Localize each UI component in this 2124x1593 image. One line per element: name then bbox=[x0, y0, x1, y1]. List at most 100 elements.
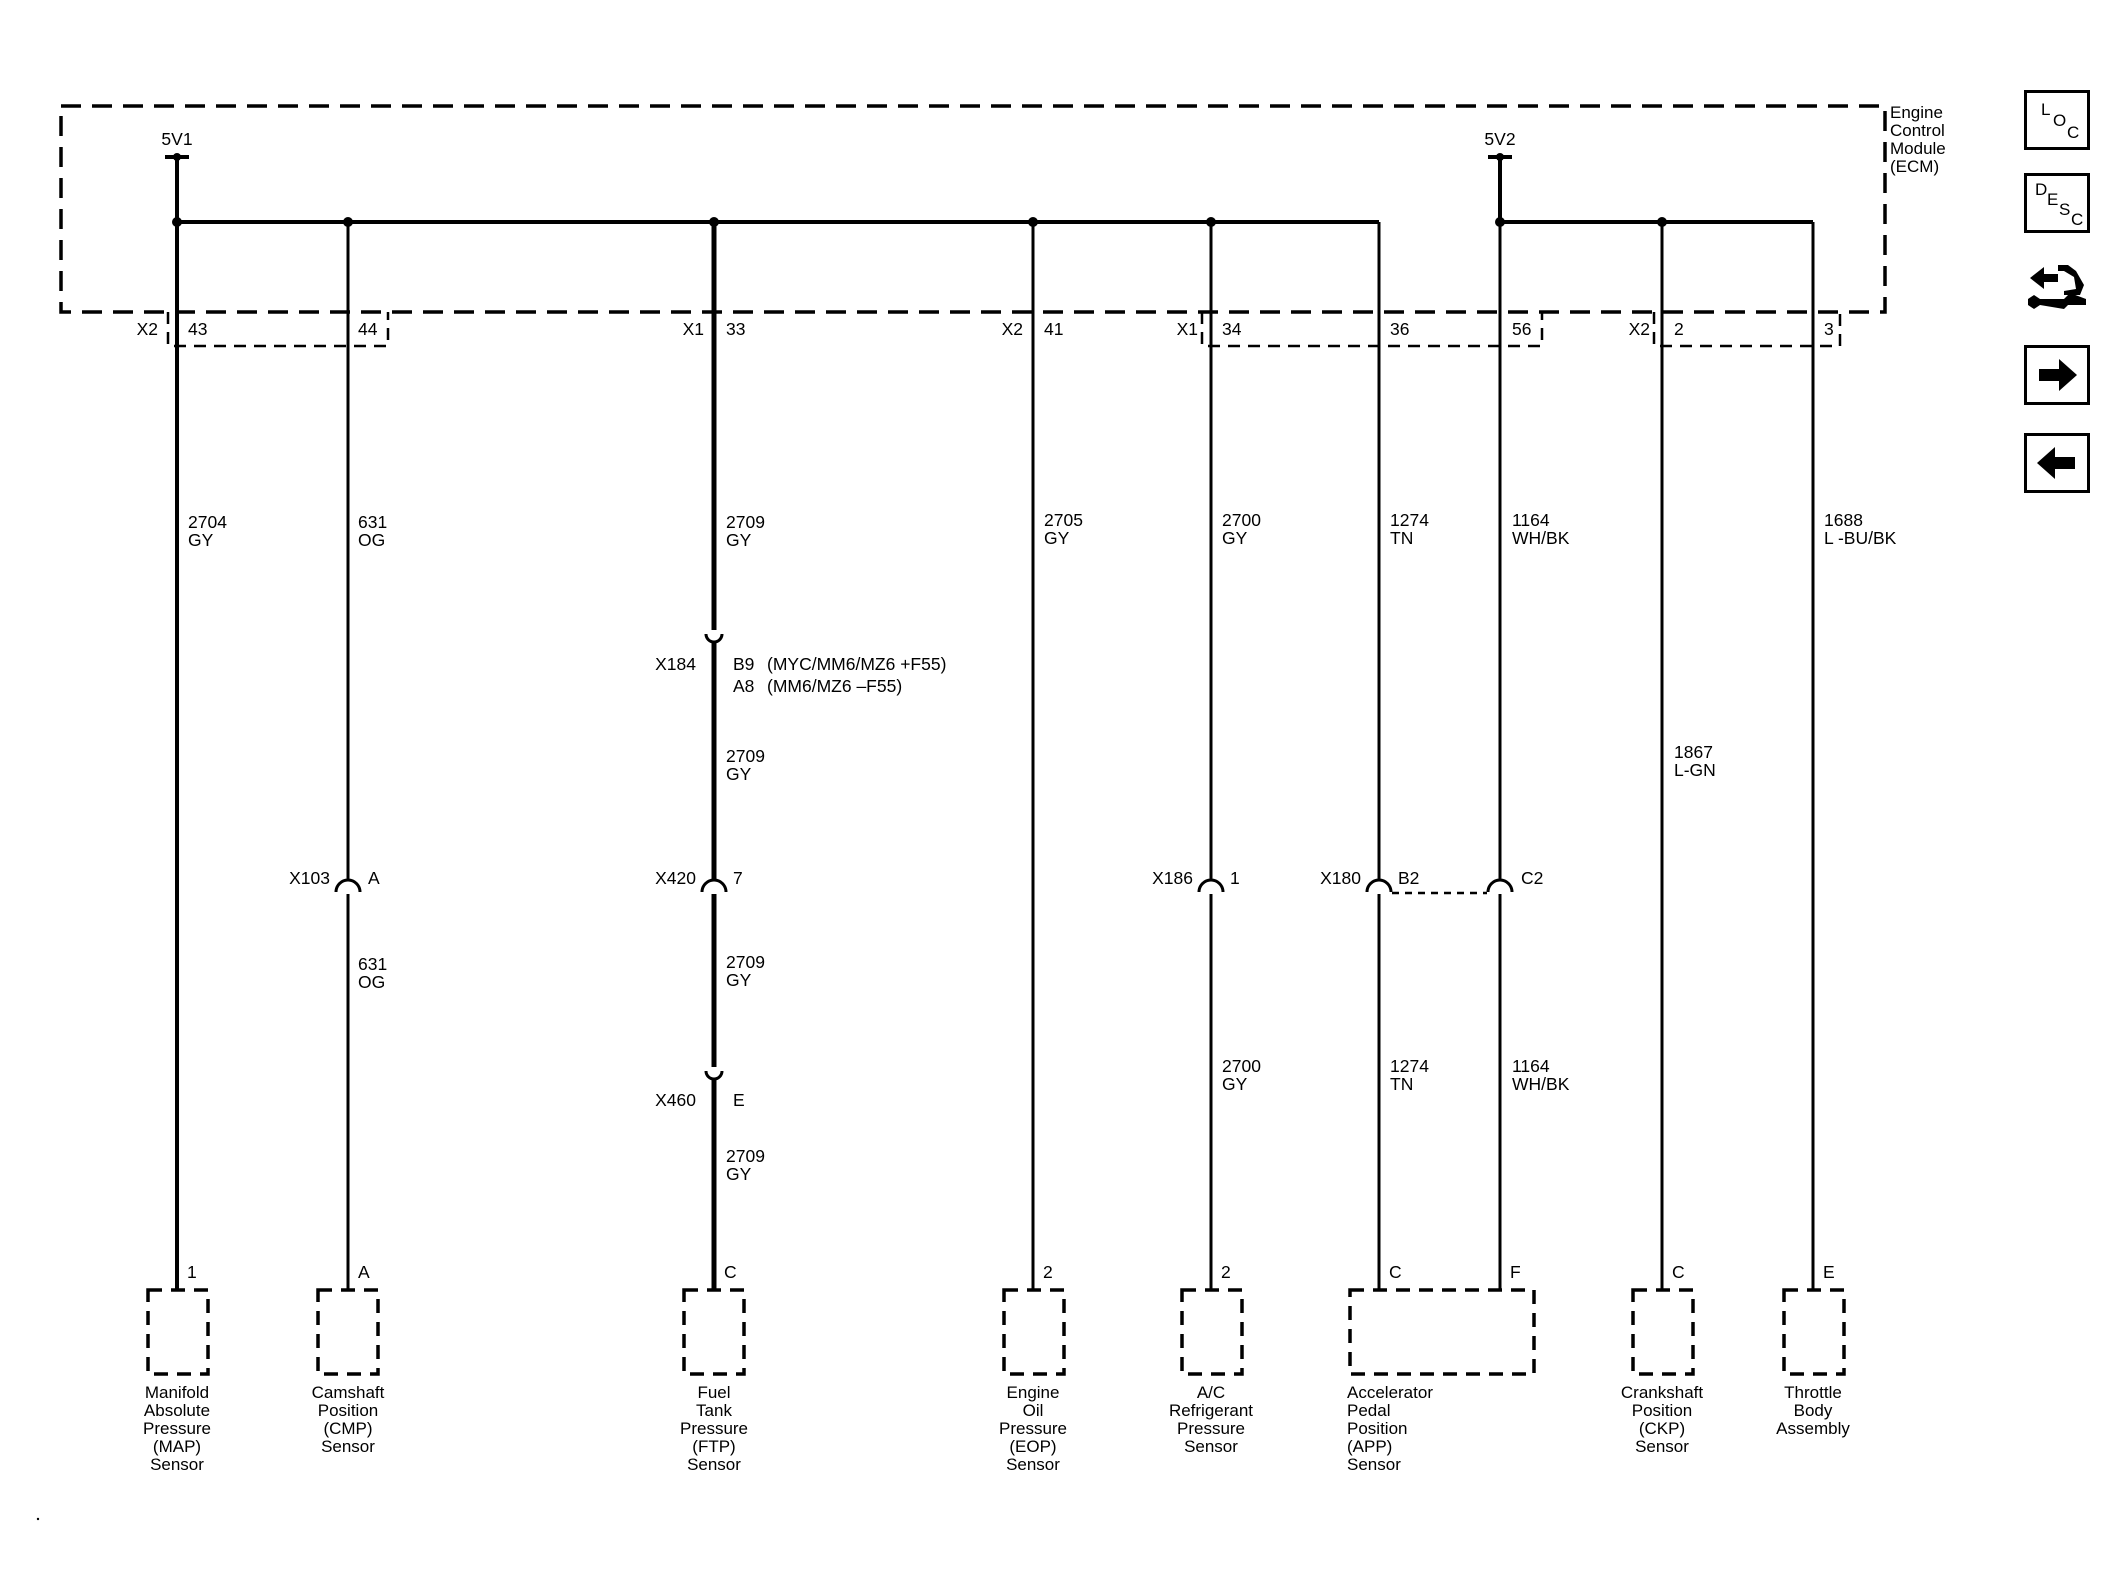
connector-x103-symbol bbox=[334, 878, 362, 893]
component-label-line: Pressure bbox=[1177, 1419, 1245, 1438]
ecm-pin-number: 36 bbox=[1390, 319, 1409, 339]
splice-dot bbox=[1206, 217, 1216, 227]
component-label-tb: Throttle Body Assembly bbox=[1776, 1383, 1850, 1438]
wire-circuit-number: 2704 bbox=[188, 512, 227, 532]
component-label-line: A/C bbox=[1197, 1383, 1225, 1402]
wire-circuit-number: 1164 bbox=[1512, 1056, 1550, 1076]
component-label-line: (FTP) bbox=[692, 1437, 735, 1456]
ecm-pin-number: 34 bbox=[1222, 319, 1242, 339]
component-label-line: Tank bbox=[696, 1401, 732, 1420]
component-label-line: Pressure bbox=[999, 1419, 1067, 1438]
wire-color: GY bbox=[726, 764, 752, 784]
location-button[interactable]: L O C bbox=[2024, 90, 2090, 150]
splice-dot bbox=[1495, 217, 1505, 227]
component-label-ac: A/C Refrigerant Pressure Sensor bbox=[1169, 1383, 1253, 1456]
wire-color: GY bbox=[1222, 1074, 1248, 1094]
desc-letter: D bbox=[2035, 180, 2048, 199]
component-label-cmp: Camshaft Position (CMP) Sensor bbox=[312, 1383, 385, 1456]
next-page-button[interactable] bbox=[2024, 345, 2090, 405]
component-label-line: (CMP) bbox=[323, 1419, 372, 1438]
component-label-ftp: Fuel Tank Pressure (FTP) Sensor bbox=[680, 1383, 748, 1474]
previous-page-button[interactable] bbox=[2024, 433, 2090, 493]
ecm-pin-number: 41 bbox=[1044, 319, 1063, 339]
connector-shell-x1-right bbox=[1200, 312, 1544, 348]
ecm-label-line: (ECM) bbox=[1890, 157, 1939, 176]
ecm-connector-name: X2 bbox=[137, 319, 158, 339]
ecm-boundary bbox=[59, 104, 1887, 314]
description-icon: D E S C bbox=[2027, 176, 2087, 230]
wire-color: GY bbox=[188, 530, 214, 550]
ecm-pin-number: 3 bbox=[1824, 319, 1834, 339]
wire-circuit-number: 2709 bbox=[726, 746, 765, 766]
ecm-connector-name: X1 bbox=[683, 319, 704, 339]
previous-page-icon bbox=[2037, 447, 2075, 479]
splice-dot bbox=[1657, 217, 1667, 227]
connector-x180-c2-symbol bbox=[1486, 878, 1514, 893]
component-label-line: Crankshaft bbox=[1621, 1383, 1703, 1402]
component-pin: F bbox=[1510, 1262, 1521, 1282]
wire-circuit-number: 1274 bbox=[1390, 510, 1429, 530]
desc-letter: E bbox=[2047, 190, 2059, 209]
component-label-ckp: Crankshaft Position (CKP) Sensor bbox=[1621, 1383, 1703, 1456]
wire-color: TN bbox=[1390, 528, 1413, 548]
inline-connector-note: (MM6/MZ6 –F55) bbox=[767, 676, 902, 696]
wire-color: GY bbox=[1044, 528, 1070, 548]
wire-color: OG bbox=[358, 530, 385, 550]
wire-circuit-number: 1274 bbox=[1390, 1056, 1429, 1076]
inline-connector-pin: B9 bbox=[733, 654, 754, 674]
connector-end-view-button[interactable] bbox=[2024, 255, 2090, 315]
inline-connector-pin: A bbox=[368, 868, 380, 888]
component-pin: 1 bbox=[187, 1262, 197, 1282]
component-pin: C bbox=[1389, 1262, 1402, 1282]
stray-mark bbox=[36, 1517, 40, 1521]
component-label-line: (EOP) bbox=[1009, 1437, 1056, 1456]
wire-color: GY bbox=[726, 970, 752, 990]
splice-dot bbox=[172, 217, 182, 227]
component-label-line: Sensor bbox=[150, 1455, 204, 1474]
wire-color: GY bbox=[726, 530, 752, 550]
component-pin: 2 bbox=[1221, 1262, 1231, 1282]
loc-letter: C bbox=[2067, 123, 2080, 142]
component-label-line: Oil bbox=[1023, 1401, 1044, 1420]
component-box-ac bbox=[1180, 1288, 1244, 1376]
desc-letter: S bbox=[2059, 200, 2071, 219]
component-label-line: (APP) bbox=[1347, 1437, 1392, 1456]
wire-circuit-number: 2709 bbox=[726, 1146, 765, 1166]
component-pin: 2 bbox=[1043, 1262, 1053, 1282]
component-label-line: Camshaft bbox=[312, 1383, 385, 1402]
component-box-eop bbox=[1002, 1288, 1066, 1376]
component-box-ftp bbox=[682, 1288, 746, 1376]
component-label-line: (MAP) bbox=[153, 1437, 201, 1456]
inline-connector-note: (MYC/MM6/MZ6 +F55) bbox=[767, 654, 946, 674]
component-label-line: Refrigerant bbox=[1169, 1401, 1253, 1420]
connector-x184-symbol bbox=[704, 633, 724, 644]
component-label-line: Body bbox=[1794, 1401, 1833, 1420]
component-label-line: Sensor bbox=[321, 1437, 375, 1456]
component-label-line: Engine bbox=[1007, 1383, 1060, 1402]
splice-dot bbox=[709, 217, 719, 227]
wire-color: WH/BK bbox=[1512, 528, 1570, 548]
component-label-line: Sensor bbox=[1006, 1455, 1060, 1474]
connector-x420-symbol bbox=[700, 878, 728, 893]
inline-connector-pin: C2 bbox=[1521, 868, 1543, 888]
wire-circuit-number: 631 bbox=[358, 954, 387, 974]
component-label-line: Position bbox=[1632, 1401, 1692, 1420]
wire-color: GY bbox=[726, 1164, 752, 1184]
wire-circuit-number: 631 bbox=[358, 512, 387, 532]
wire-color: TN bbox=[1390, 1074, 1413, 1094]
connector-end-view-icon bbox=[2028, 265, 2086, 309]
inline-connector-name: X103 bbox=[289, 868, 330, 888]
component-box-cmp bbox=[316, 1288, 380, 1376]
description-button[interactable]: D E S C bbox=[2024, 173, 2090, 233]
component-label-line: Sensor bbox=[1635, 1437, 1689, 1456]
splice-dot bbox=[173, 153, 181, 161]
component-pin: C bbox=[724, 1262, 737, 1282]
inline-connector-pin: 1 bbox=[1230, 868, 1240, 888]
inline-connector-name: X420 bbox=[655, 868, 696, 888]
component-label-line: Assembly bbox=[1776, 1419, 1850, 1438]
wire-color: WH/BK bbox=[1512, 1074, 1570, 1094]
connector-x460-symbol bbox=[704, 1070, 724, 1081]
splice-dot bbox=[1496, 153, 1504, 161]
ecm-pin-number: 2 bbox=[1674, 319, 1684, 339]
